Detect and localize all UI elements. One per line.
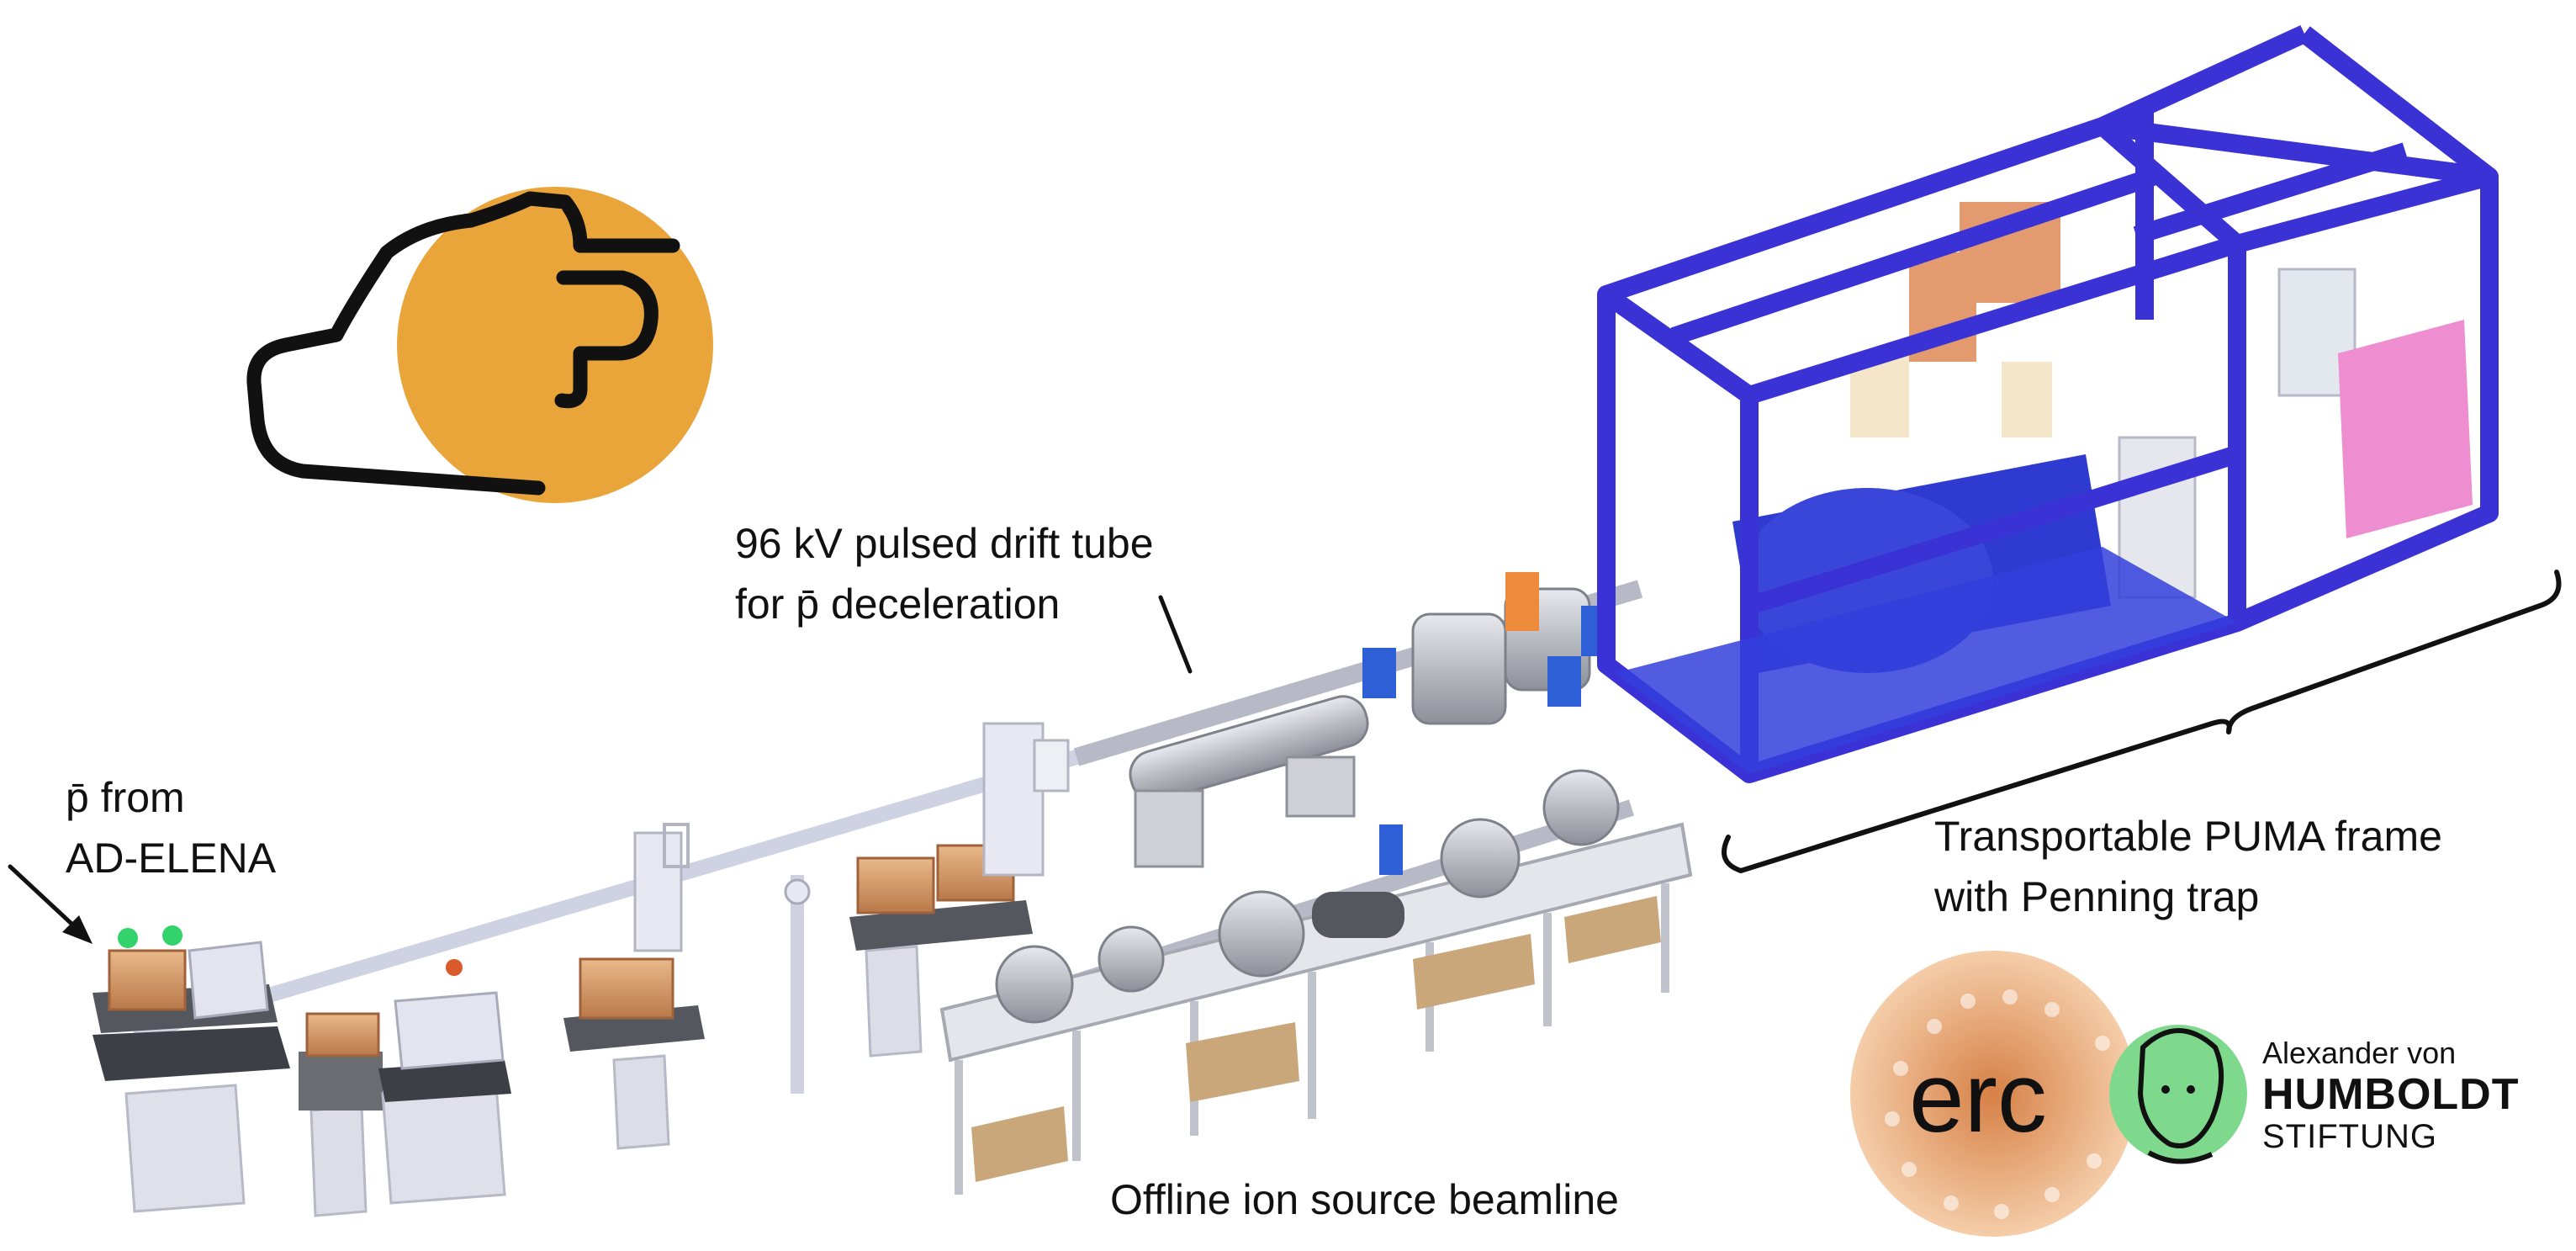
erc-logo: erc bbox=[1850, 951, 2136, 1237]
humboldt-line1: Alexander von bbox=[2262, 1036, 2457, 1070]
puma-frame-brace bbox=[1722, 570, 2562, 873]
pbar-source-arrow bbox=[8, 864, 93, 944]
quadrupole-stand bbox=[299, 959, 511, 1217]
puma-frame bbox=[1597, 25, 2499, 783]
drift-tube-line2: for p̄ deceleration bbox=[735, 580, 1061, 628]
drift-tube-line1: 96 kV pulsed drift tube bbox=[735, 520, 1154, 567]
deceleration-stand bbox=[849, 722, 1070, 1058]
puma-frame-label: Transportable PUMA frame with Penning tr… bbox=[1934, 806, 2442, 927]
puma-logo bbox=[246, 187, 713, 503]
beam-diagnostic-column bbox=[784, 875, 811, 1094]
offline-beamline-line1: Offline ion source beamline bbox=[1110, 1176, 1619, 1223]
humboldt-line2: HUMBOLDT bbox=[2262, 1070, 2520, 1119]
pulsed-drift-tube bbox=[1129, 695, 1369, 868]
drift-tube-pointer bbox=[1158, 595, 1193, 674]
offline-beamline bbox=[939, 769, 1693, 1195]
puma-frame-line2: with Penning trap bbox=[1934, 873, 2260, 920]
drift-tube-label: 96 kV pulsed drift tube for p̄ decelerat… bbox=[735, 513, 1154, 634]
pbar-source-line2: AD-ELENA bbox=[66, 835, 277, 882]
puma-frame-line1: Transportable PUMA frame bbox=[1934, 813, 2442, 860]
hand-pointing-icon bbox=[246, 191, 680, 496]
pbar-source-label: p̄ from AD-ELENA bbox=[66, 767, 276, 888]
vacuum-crosses bbox=[1362, 572, 1615, 725]
humboldt-wordmark: Alexander von HUMBOLDT STIFTUNG bbox=[2262, 1035, 2520, 1156]
erc-wordmark: erc bbox=[1909, 1042, 2047, 1153]
humboldt-portrait bbox=[2109, 1025, 2247, 1164]
pbar-source-line1: p̄ from bbox=[66, 774, 185, 821]
humboldt-line3: STIFTUNG bbox=[2262, 1118, 2437, 1155]
injection-stand bbox=[93, 925, 290, 1213]
offline-beamline-label: Offline ion source beamline bbox=[1110, 1169, 1619, 1230]
puma-logo-circle bbox=[397, 187, 713, 503]
solenoid-stand bbox=[563, 823, 705, 1150]
